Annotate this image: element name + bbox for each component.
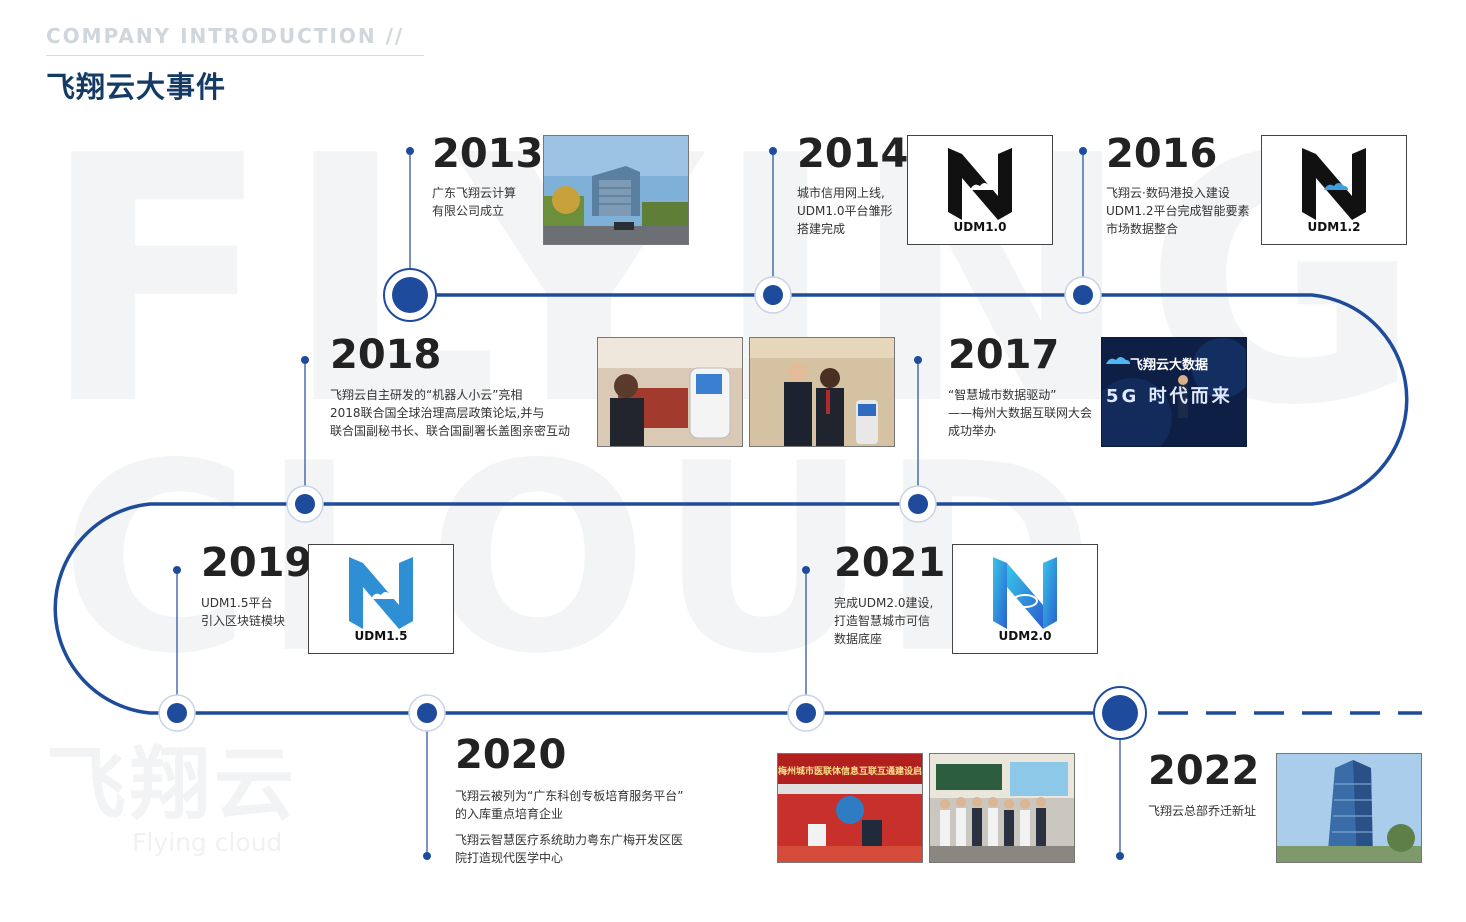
event-2014-desc: 城市信用网上线, UDM1.0平台雏形 搭建完成 <box>797 184 892 238</box>
udm-logo-icon <box>349 557 413 629</box>
conference-photo <box>929 753 1075 863</box>
year-2019: 2019 <box>201 540 313 586</box>
conference-stage-photo: 飞翔云大数据 5G 时代而来 <box>1101 337 1247 447</box>
headquarters-photo <box>1276 753 1422 863</box>
year-2022: 2022 <box>1148 748 1260 794</box>
year-2013: 2013 <box>432 131 544 177</box>
event-2017-desc: “智慧城市数据驱动” ——梅州大数据互联网大会 成功举办 <box>948 386 1092 440</box>
event-2016-desc: 飞翔云·数码港投入建设 UDM1.2平台完成智能要素 市场数据整合 <box>1106 184 1249 238</box>
event-2020-line: 院打造现代医学中心 <box>455 851 564 865</box>
event-2021-line: 打造智慧城市可信 <box>834 614 931 628</box>
event-2020-line: 的入库重点培育企业 <box>455 807 564 821</box>
udm20-caption: UDM2.0 <box>998 629 1052 643</box>
udm12-logo: UDM1.2 <box>1261 135 1407 245</box>
event-2019-line: 引入区块链模块 <box>201 614 286 628</box>
event-2017-line: 成功举办 <box>948 424 997 438</box>
year-2014: 2014 <box>797 131 909 177</box>
event-2016-line: 市场数据整合 <box>1106 222 1179 236</box>
event-2018-line: 飞翔云自主研发的“机器人小云”亮相 <box>330 388 523 402</box>
udm15-logo: UDM1.5 <box>308 544 454 654</box>
group-photo <box>749 337 895 447</box>
udm-logo-icon <box>1302 148 1366 220</box>
event-2013-desc: 广东飞翔云计算 有限公司成立 <box>432 184 516 220</box>
udm10-caption: UDM1.0 <box>953 220 1007 234</box>
event-2020-line: 飞翔云智慧医疗系统助力粤东广梅开发区医 <box>455 833 684 847</box>
event-2014-line: 城市信用网上线, <box>797 186 885 200</box>
header-subtitle: COMPANY INTRODUCTION // <box>46 24 405 48</box>
page-title: 飞翔云大事件 <box>46 70 227 104</box>
event-2020-line: 飞翔云被列为“广东科创专板培育服务平台” <box>455 789 684 803</box>
event-2017-line: ——梅州大数据互联网大会 <box>948 406 1093 420</box>
event-2020-desc: 飞翔云被列为“广东科创专板培育服务平台” 的入库重点培育企业 飞翔云智慧医疗系统… <box>455 787 683 867</box>
event-2022-line: 飞翔云总部乔迁新址 <box>1148 804 1257 818</box>
event-2019-line: UDM1.5平台 <box>201 596 273 610</box>
udm12-caption: UDM1.2 <box>1307 220 1361 234</box>
event-2016-line: UDM1.2平台完成智能要素 <box>1106 204 1250 218</box>
robot-interaction-photo <box>597 337 743 447</box>
event-2017-line: “智慧城市数据驱动” <box>948 388 1057 402</box>
event-2018-line: 联合国副秘书长、联合国副署长盖图亲密互动 <box>330 424 571 438</box>
watermark-logo-cn: 飞翔云 <box>46 738 298 831</box>
event-2021-line: 完成UDM2.0建设, <box>834 596 934 610</box>
udm15-caption: UDM1.5 <box>354 629 408 643</box>
banner-text: 5G 时代而来 <box>1106 386 1233 407</box>
event-2018-desc: 飞翔云自主研发的“机器人小云”亮相 2018联合国全球治理高层政策论坛,并与 联… <box>330 386 570 440</box>
watermark-logo-en: Flying cloud <box>132 828 283 857</box>
signing-banner: 梅州城市医联体信息互联互通建设启 <box>778 767 922 777</box>
event-2014-line: UDM1.0平台雏形 <box>797 204 893 218</box>
year-2018: 2018 <box>330 332 442 378</box>
year-2021: 2021 <box>834 540 946 586</box>
event-2016-line: 飞翔云·数码港投入建设 <box>1106 186 1230 200</box>
event-2013-line: 广东飞翔云计算 <box>432 186 517 200</box>
year-2016: 2016 <box>1106 131 1218 177</box>
year-2017: 2017 <box>948 332 1060 378</box>
event-2018-line: 2018联合国全球治理高层政策论坛,并与 <box>330 406 545 420</box>
banner-title: 飞翔云大数据 <box>1130 358 1209 373</box>
event-2014-line: 搭建完成 <box>797 222 846 236</box>
header-divider <box>46 55 424 56</box>
udm-logo-icon <box>993 557 1057 629</box>
event-2021-line: 数据底座 <box>834 632 883 646</box>
udm-logo-icon <box>948 148 1012 220</box>
udm20-logo: UDM2.0 <box>952 544 1098 654</box>
udm10-logo: UDM1.0 <box>907 135 1053 245</box>
event-2021-desc: 完成UDM2.0建设, 打造智慧城市可信 数据底座 <box>834 594 933 648</box>
building-photo <box>543 135 689 245</box>
signing-ceremony-photo: 梅州城市医联体信息互联互通建设启 <box>777 753 923 863</box>
event-2022-desc: 飞翔云总部乔迁新址 <box>1148 802 1256 820</box>
year-2020: 2020 <box>455 732 567 778</box>
event-2013-line: 有限公司成立 <box>432 204 505 218</box>
event-2019-desc: UDM1.5平台 引入区块链模块 <box>201 594 285 630</box>
watermark-cloud: CLOUD <box>60 409 1106 711</box>
